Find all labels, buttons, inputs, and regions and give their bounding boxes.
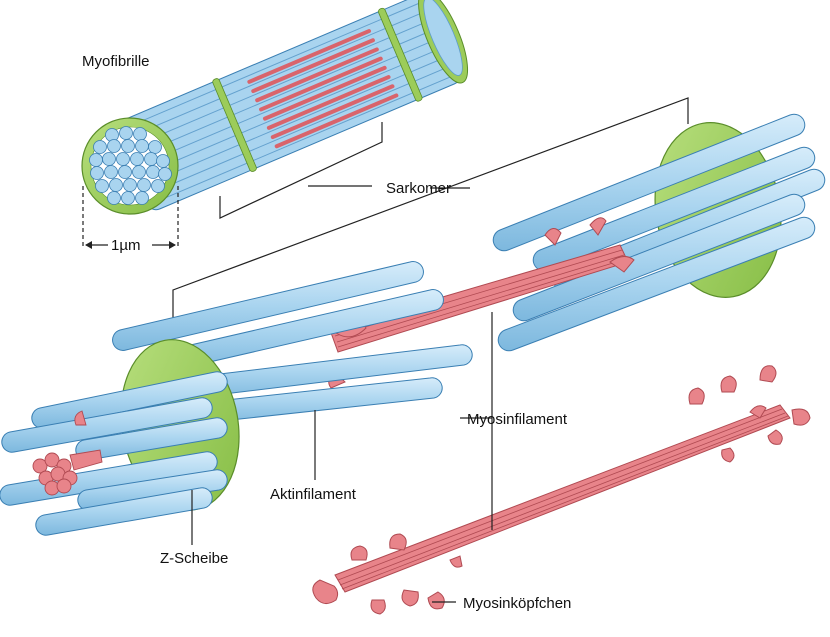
actin-filaments-left-front (0, 371, 228, 536)
label-myofibrille: Myofibrille (82, 53, 150, 70)
label-sarkomer: Sarkomer (386, 180, 451, 197)
leader-lines (191, 312, 493, 603)
sarcomere-bracket-large (172, 97, 689, 326)
label-myosinfilament: Myosinfilament (467, 411, 568, 428)
label-aktinfilament: Aktinfilament (270, 486, 357, 503)
scale-bar (82, 186, 179, 249)
myosin-filament-detail (312, 365, 811, 615)
label-z-scheibe: Z-Scheibe (160, 550, 228, 567)
actin-filaments-left (112, 261, 473, 426)
label-scale: 1µm (111, 237, 140, 254)
myosin-cluster-left (32, 410, 103, 496)
label-myosinkoepfchen: Myosinköpfchen (463, 595, 571, 612)
myofibril-cross-section (81, 117, 179, 215)
myofibril-bundle (81, 0, 469, 215)
sarkomer-bracket (219, 122, 383, 219)
sarcomere-enlarged (0, 113, 826, 536)
actin-filaments-right (492, 113, 826, 352)
